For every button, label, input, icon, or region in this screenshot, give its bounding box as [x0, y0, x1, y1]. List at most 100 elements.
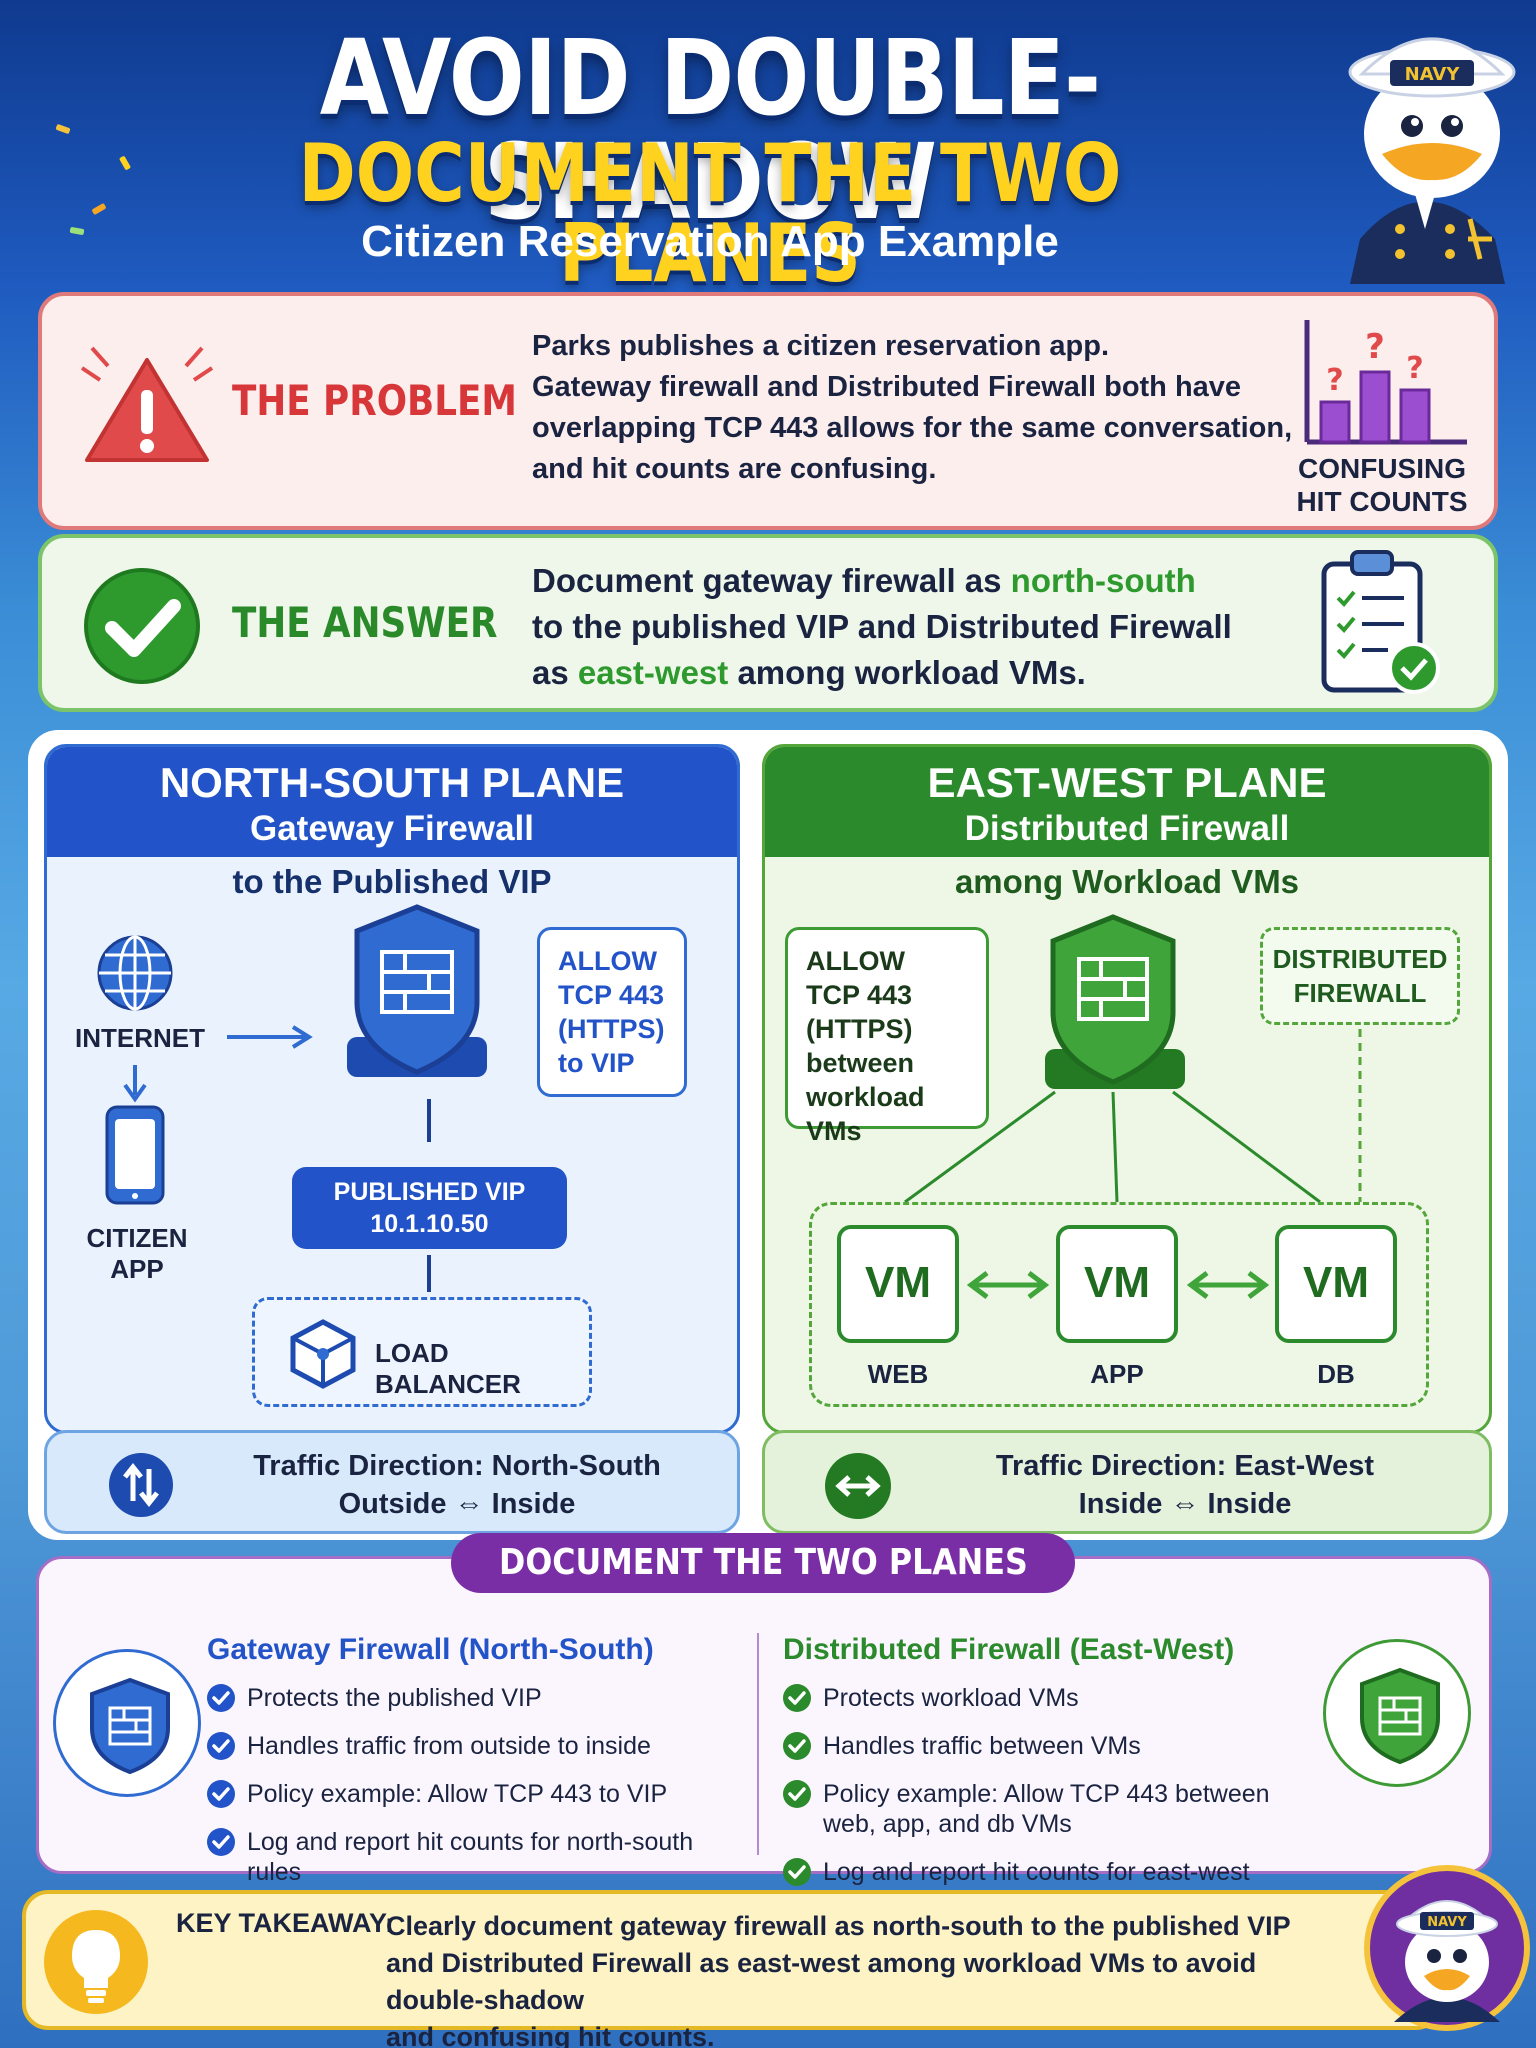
checklist-item-text: Policy example: Allow TCP 443 between we… — [823, 1780, 1270, 1838]
check-icon — [207, 1780, 235, 1808]
load-balancer-label: LOAD BALANCER — [375, 1338, 521, 1399]
checklist-item: Policy example: Allow TCP 443 to VIP — [207, 1779, 747, 1809]
subtitle: Citizen Reservation App Example — [361, 217, 1059, 266]
check-icon — [783, 1858, 811, 1886]
globe-icon — [97, 935, 173, 1011]
key-takeaway-banner: KEY TAKEAWAY: Clearly document gateway f… — [22, 1890, 1442, 2048]
vm-app-box: VM — [1056, 1225, 1178, 1343]
gateway-column-title: Gateway Firewall (North-South) — [207, 1633, 654, 1666]
document-pill: DOCUMENT THE TWO PLANES — [451, 1533, 1075, 1593]
east-west-title: EAST-WEST PLANE — [927, 759, 1327, 806]
confetti — [118, 155, 132, 171]
north-south-subtitle-2: to the Published VIP — [232, 863, 552, 900]
checklist-item-text: Handles traffic between VMs — [823, 1732, 1141, 1760]
distributed-firewall-shield-icon — [1045, 914, 1185, 1089]
answer-text-part: Document gateway firewall as — [532, 562, 1011, 599]
published-vip-box: PUBLISHED VIP 10.1.10.50 — [292, 1167, 567, 1249]
document-pill-text: DOCUMENT THE TWO PLANES — [498, 1542, 1028, 1583]
east-west-plane: EAST-WEST PLANE Distributed Firewall amo… — [762, 744, 1492, 1434]
internet-label: INTERNET — [75, 1023, 205, 1053]
north-south-title: NORTH-SOUTH PLANE — [159, 759, 625, 806]
svg-text:NAVY: NAVY — [1405, 64, 1461, 85]
takeaway-line: Clearly document gateway firewall as nor… — [386, 1911, 1291, 1941]
badge-label-line: CONFUSING — [1298, 453, 1466, 484]
takeaway-text: Clearly document gateway firewall as nor… — [386, 1908, 1346, 2048]
navy-duck-mascot-icon: NAVY — [1348, 37, 1516, 284]
vip-ip: 10.1.10.50 — [370, 1210, 489, 1238]
bidirectional-arrow-icon — [966, 1271, 1050, 1299]
gateway-shield-badge — [53, 1649, 201, 1797]
answer-text-part: among workload VMs. — [728, 654, 1086, 691]
distributed-column-title: Distributed Firewall (East-West) — [783, 1633, 1235, 1666]
ns-allow-line: (HTTPS) — [558, 1014, 665, 1044]
citizen-app-label: CITIZEN APP — [86, 1223, 188, 1284]
planes-container: NORTH-SOUTH PLANE Gateway Firewall to th… — [28, 730, 1508, 1540]
problem-card: THE PROBLEM Parks publishes a citizen re… — [38, 292, 1498, 530]
ns-allow-line: TCP 443 — [558, 980, 665, 1010]
vm-web-box: VM — [837, 1225, 959, 1343]
checklist-item: Policy example: Allow TCP 443 between we… — [783, 1779, 1283, 1839]
east-west-subtitle-2: among Workload VMs — [954, 863, 1300, 900]
check-icon — [783, 1684, 811, 1712]
ew-traffic-text: Traffic Direction: East-West Inside ⇔ In… — [915, 1447, 1455, 1523]
ns-traffic-direction: Traffic Direction: North-South Outside ⇔… — [44, 1430, 740, 1534]
east-west-diagram — [904, 914, 1362, 1299]
ew-allow-rule-box: ALLOW TCP 443 (HTTPS) between workload V… — [785, 927, 989, 1146]
clipboard-checklist-icon — [1321, 550, 1440, 694]
checklist-item: Handles traffic between VMs — [783, 1731, 1283, 1761]
svg-text:?: ? — [1365, 327, 1385, 367]
confusing-bar-chart-icon: ? ? ? — [1304, 320, 1467, 445]
north-south-subtitle: Gateway Firewall — [249, 809, 535, 848]
ns-traffic-text: Traffic Direction: North-South Outside ⇔… — [197, 1447, 717, 1523]
vm-db-label: DB — [1317, 1359, 1355, 1389]
dist-line: FIREWALL — [1293, 978, 1427, 1008]
ew-allow-line: (HTTPS) — [806, 1014, 913, 1044]
check-icon — [207, 1732, 235, 1760]
ns-allow-line: ALLOW — [558, 946, 657, 976]
checklist-item: Log and report hit counts for north-sout… — [207, 1827, 747, 1887]
north-south-plane: NORTH-SOUTH PLANE Gateway Firewall to th… — [44, 744, 740, 1434]
vm-group — [809, 1202, 1429, 1407]
answer-card: THE ANSWER Document gateway firewall as … — [38, 534, 1498, 712]
ew-traffic-direction: Traffic Direction: East-West Inside ⇔ In… — [762, 1430, 1492, 1534]
problem-text: Parks publishes a citizen reservation ap… — [532, 326, 1312, 490]
traffic-line: Inside ⇔ Inside — [1078, 1488, 1292, 1520]
svg-text:NAVY: NAVY — [1427, 1915, 1467, 1930]
checklist-item-text: Policy example: Allow TCP 443 to VIP — [247, 1780, 668, 1808]
warning-icon — [80, 346, 214, 462]
answer-text: Document gateway firewall as north-south… — [532, 558, 1312, 696]
east-west-subtitle: Distributed Firewall — [964, 809, 1290, 848]
answer-text-part: to the published VIP and Distributed Fir… — [532, 608, 1232, 645]
checklist-item-text: Log and report hit counts for north-sout… — [247, 1828, 694, 1886]
problem-label: THE PROBLEM — [232, 376, 517, 425]
title-line-2: DOCUMENT THE TWO PLANES — [298, 127, 1122, 300]
takeaway-line: and Distributed Firewall as east-west am… — [386, 1948, 1257, 2015]
up-down-arrows-icon — [109, 1453, 173, 1517]
title-line-1: AVOID DOUBLE-SHADOW — [319, 17, 1101, 243]
checkmark-circle-icon — [84, 568, 200, 684]
svg-text:?: ? — [1406, 351, 1423, 386]
answer-highlight-north-south: north-south — [1010, 562, 1196, 599]
confusing-hit-counts-label: CONFUSING HIT COUNTS — [1282, 452, 1482, 518]
load-balancer-box: LOAD BALANCER — [252, 1297, 592, 1407]
confetti — [91, 202, 107, 216]
east-west-header: EAST-WEST PLANE Distributed Firewall — [765, 747, 1489, 857]
checklist-item: Protects workload VMs — [783, 1683, 1283, 1713]
gateway-firewall-shield-icon — [347, 904, 487, 1077]
check-icon — [207, 1828, 235, 1856]
problem-line: and hit counts are confusing. — [532, 453, 937, 485]
vm-app-label: APP — [1090, 1359, 1144, 1389]
north-south-header: NORTH-SOUTH PLANE Gateway Firewall — [47, 747, 737, 857]
traffic-line: Traffic Direction: East-West — [995, 1450, 1375, 1482]
vm-db-box: VM — [1275, 1225, 1397, 1343]
lightbulb-icon — [44, 1910, 148, 2014]
distributed-firewall-box: DISTRIBUTED FIREWALL — [1260, 927, 1460, 1025]
navy-duck-mascot-badge-icon: NAVY — [1364, 1865, 1530, 2031]
ew-allow-line: ALLOW — [806, 946, 905, 976]
document-planes-section: DOCUMENT THE TWO PLANES Gateway Firewall… — [36, 1533, 1492, 1916]
ew-allow-line: workload VMs — [806, 1082, 925, 1146]
problem-line: Parks publishes a citizen reservation ap… — [532, 330, 1109, 362]
checklist-item: Handles traffic from outside to inside — [207, 1731, 747, 1761]
vm-web-label: WEB — [867, 1359, 929, 1389]
